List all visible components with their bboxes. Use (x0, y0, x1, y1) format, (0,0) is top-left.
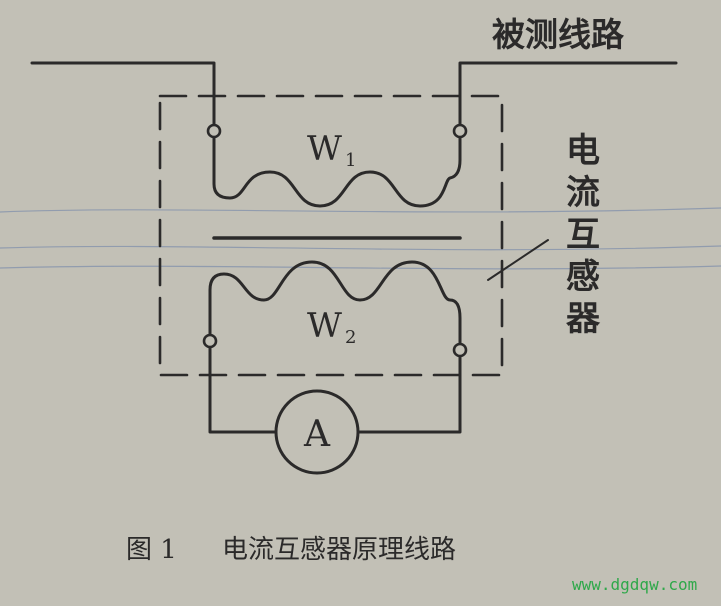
transformer-label-char: 感 (566, 257, 600, 297)
terminal-primary-left (206, 123, 222, 139)
terminal-primary-right (452, 123, 468, 139)
terminal-secondary-left (202, 333, 218, 349)
primary-winding-main: W (307, 129, 342, 169)
ammeter-circle (274, 389, 360, 475)
site-watermark: www.dgdqw.com (572, 575, 697, 594)
line-under-test-label: 被测线路 (492, 15, 625, 54)
primary-winding-coil (212, 132, 462, 208)
transformer-enclosure (158, 94, 504, 377)
transformer-label-char: 互 (566, 215, 600, 255)
label-pointer-line (487, 239, 549, 281)
ruled-line (0, 265, 721, 270)
paper-ruled-lines (0, 207, 721, 270)
circuit (30, 61, 678, 475)
ammeter-label: A (303, 414, 331, 455)
figure-caption-number: 图 1 (126, 535, 177, 565)
secondary-winding-coil (208, 260, 462, 346)
secondary-loop-right (356, 354, 462, 434)
figure-caption-text: 电流互感器原理线路 (222, 535, 456, 565)
terminal-secondary-right (452, 342, 468, 358)
transformer-label-char: 器 (566, 299, 601, 339)
secondary-winding-main: W (307, 306, 342, 346)
primary-line-left (30, 61, 216, 130)
secondary-winding-sub: 2 (345, 327, 356, 348)
transformer-label-char: 电 (566, 131, 600, 171)
transformer-label: 电 流 互 感 器 (566, 131, 601, 339)
primary-winding-sub: 1 (345, 150, 356, 171)
ruled-line (0, 245, 721, 251)
ruled-line (0, 207, 721, 213)
secondary-loop-left (208, 344, 278, 434)
primary-line-right (458, 61, 678, 130)
transformer-label-char: 流 (566, 173, 600, 213)
